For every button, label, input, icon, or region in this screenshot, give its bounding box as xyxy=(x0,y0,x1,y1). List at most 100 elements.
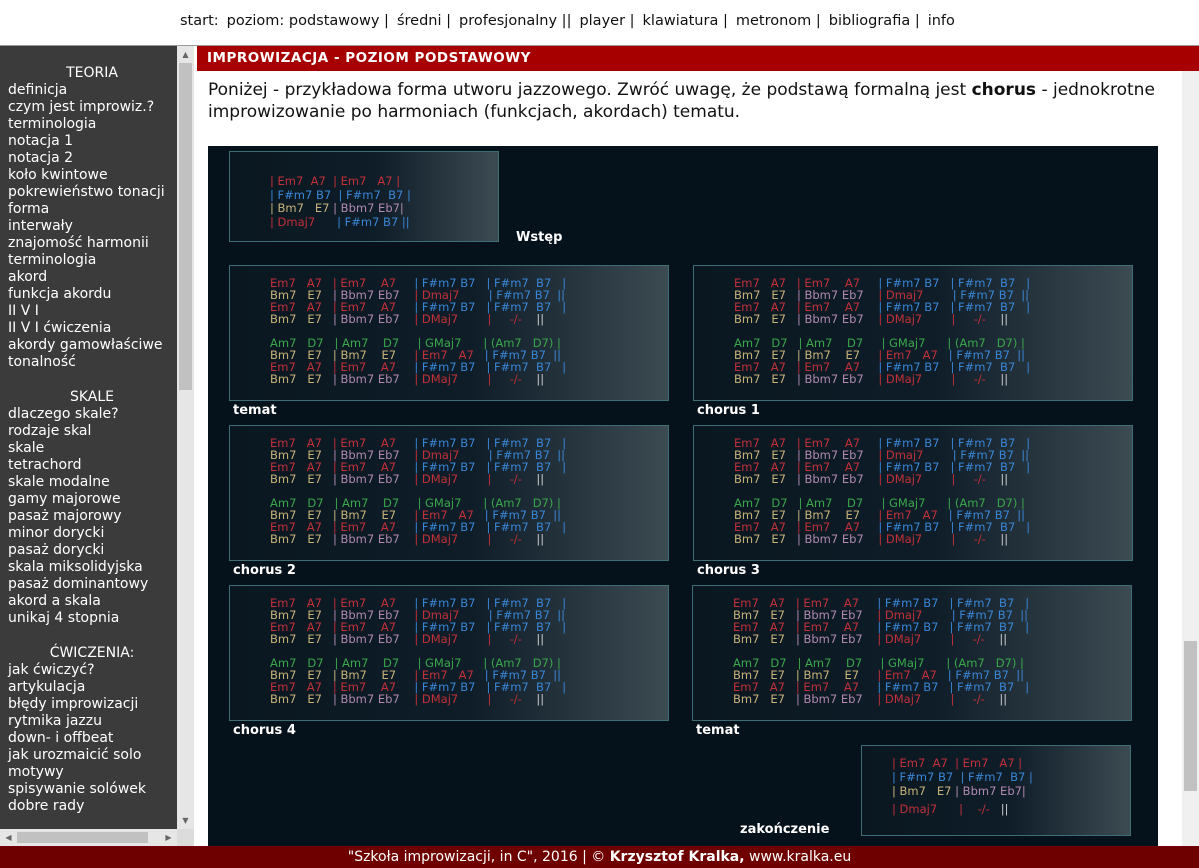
chord-row: Bm7 E7 | Bm7 E7 | Em7 A7 | F#m7 B7 || xyxy=(270,668,561,682)
chord-segment: | Dmaj7 xyxy=(270,215,338,229)
chord-segment: | DMaj7 | -/- xyxy=(877,692,1000,706)
nav-link[interactable]: klawiatura | xyxy=(642,13,728,29)
sidebar-menu-item[interactable]: minor dorycki xyxy=(8,525,105,541)
nav-link[interactable]: bibliografia | xyxy=(828,13,920,29)
sidebar-menu-item[interactable]: II V I xyxy=(8,303,39,319)
chord-row: Bm7 E7 | Bbm7 Eb7 | DMaj7 | -/- || xyxy=(270,692,544,706)
sidebar-menu-item[interactable]: jak urozmaicić solo xyxy=(8,747,142,763)
sidebar-menu-item[interactable]: dlaczego skale? xyxy=(8,406,119,422)
chord-segment: | F#m7 B7 || xyxy=(952,288,1029,302)
nav-link[interactable]: metronom | xyxy=(735,13,821,29)
sidebar-menu-item[interactable]: pasaż dorycki xyxy=(8,542,105,558)
sidebar-menu-item[interactable]: akord a skala xyxy=(8,593,101,609)
sidebar-horizontal-scrollbar[interactable]: ◀ ▶ xyxy=(0,829,177,846)
sidebar-menu-item[interactable]: skala miksolidyjska xyxy=(8,559,143,575)
sidebar-menu-item[interactable]: tetrachord xyxy=(8,457,82,473)
sidebar-menu-item[interactable]: funkcja akordu xyxy=(8,286,112,302)
chord-row: Em7 A7 | Em7 A7 | F#m7 B7 | F#m7 B7 | xyxy=(734,460,1030,474)
sidebar-scroll-thumb[interactable] xyxy=(179,63,192,390)
sidebar-menu-item[interactable]: terminologia xyxy=(8,252,97,268)
chord-segment: || xyxy=(536,632,545,646)
intro-text-pre: Poniżej - przykładowa forma utworu jazzo… xyxy=(208,80,972,100)
chord-segment: Am7 D7 | Am7 D7 | GMaj7 | (Am7 D7) | xyxy=(734,336,1025,350)
sidebar-menu-item[interactable]: notacja 1 xyxy=(8,133,74,149)
chord-row: | Dmaj7 | F#m7 B7 || xyxy=(270,215,410,229)
chord-segment: | Em7 A7 xyxy=(414,348,485,362)
sidebar-menu-item[interactable]: rodzaje skal xyxy=(8,423,92,439)
sidebar-menu-item[interactable]: definicja xyxy=(8,82,68,98)
sidebar-menu-item[interactable]: interwały xyxy=(8,218,73,234)
chord-segment: | F#m7 B7 || xyxy=(952,448,1029,462)
sidebar-menu-item[interactable]: pokrewieństwo tonacji xyxy=(8,184,165,200)
sidebar-menu-item[interactable]: gamy majorowe xyxy=(8,491,121,507)
chord-segment: | Bbm7 Eb7 xyxy=(332,312,415,326)
chord-segment: | Bbm7 Eb7 xyxy=(332,288,415,302)
chord-segment: | F#m7 B7 | F#m7 B7 | xyxy=(414,276,567,290)
scroll-right-arrow-icon[interactable]: ▶ xyxy=(165,833,172,842)
chord-segment: | Bbm7 Eb7 xyxy=(332,372,415,386)
sidebar-menu-item[interactable]: dobre rady xyxy=(8,798,85,814)
sidebar-menu-item[interactable]: down- i offbeat xyxy=(8,730,114,746)
sidebar-menu-item[interactable]: skale xyxy=(8,440,45,456)
chord-segment: | Dmaj7 xyxy=(414,288,489,302)
chord-segment: | Bbm7 Eb7 xyxy=(795,692,878,706)
sidebar-menu-item[interactable]: jak ćwiczyć? xyxy=(8,662,95,678)
outro-label: zakończenie xyxy=(740,822,830,837)
chord-row: Bm7 E7 | Bbm7 Eb7 | DMaj7 | -/- || xyxy=(734,472,1008,486)
chord-row: Am7 D7 | Am7 D7 | GMaj7 | (Am7 D7) | xyxy=(270,336,561,350)
top-nav-links: start:poziom: podstawowy |średni |profes… xyxy=(180,13,963,29)
chord-row: Bm7 E7 | Bm7 E7 | Em7 A7 | F#m7 B7 || xyxy=(733,668,1024,682)
nav-link[interactable]: profesjonalny || xyxy=(459,13,572,29)
chord-segment: Bm7 E7 xyxy=(733,608,796,622)
chord-segment: | Bbm7 Eb7| xyxy=(955,784,1026,798)
content-scroll-thumb[interactable] xyxy=(1184,641,1197,791)
chord-segment: | F#m7 B7 | F#m7 B7 | xyxy=(414,520,567,534)
sidebar-menu-item[interactable]: akord xyxy=(8,269,48,285)
chord-segment: Bm7 E7 xyxy=(270,448,333,462)
sidebar-menu-item[interactable]: pasaż dominantowy xyxy=(8,576,149,592)
chord-segment: Bm7 E7 | Bm7 E7 xyxy=(270,348,415,362)
chord-segment: Bm7 E7 xyxy=(734,448,797,462)
chord-row: Em7 A7 | Em7 A7 | F#m7 B7 | F#m7 B7 | xyxy=(270,596,566,610)
chord-row: Bm7 E7 | Bm7 E7 | Em7 A7 | F#m7 B7 || xyxy=(734,508,1025,522)
sidebar-menu-item[interactable]: II V I ćwiczenia xyxy=(8,320,112,336)
sidebar-menu-item[interactable]: unikaj 4 stopnia xyxy=(8,610,120,626)
form-diagram: | Em7 A7 | Em7 A7 || F#m7 B7 | F#m7 B7 |… xyxy=(208,146,1158,846)
content-vertical-scrollbar[interactable] xyxy=(1182,71,1199,846)
nav-link[interactable]: player | xyxy=(579,13,635,29)
chord-segment: | F#m7 B7 | F#m7 B7 | xyxy=(414,460,567,474)
main-content: IMPROWIZACJA - POZIOM PODSTAWOWY Poniżej… xyxy=(197,46,1199,846)
chord-segment: | Bbm7 Eb7 xyxy=(332,532,415,546)
chord-segment: Bm7 E7 xyxy=(270,532,333,546)
sidebar-menu-item[interactable]: akordy gamowłaściwe xyxy=(8,337,163,353)
chord-row: Bm7 E7 | Bbm7 Eb7 | DMaj7 | -/- || xyxy=(733,632,1007,646)
sidebar-menu-item[interactable]: forma xyxy=(8,201,50,217)
chord-segment: Bm7 E7 xyxy=(270,288,333,302)
sidebar-menu-item[interactable]: koło kwintowe xyxy=(8,167,108,183)
scroll-up-arrow-icon[interactable]: ▲ xyxy=(182,50,189,59)
sidebar-menu-item[interactable]: czym jest improwiz.? xyxy=(8,99,155,115)
scroll-down-arrow-icon[interactable]: ▼ xyxy=(182,816,189,825)
chord-segment: Am7 D7 | Am7 D7 | GMaj7 | (Am7 D7) | xyxy=(734,496,1025,510)
sidebar-hscroll-thumb[interactable] xyxy=(17,832,148,843)
scroll-left-arrow-icon[interactable]: ◀ xyxy=(5,833,12,842)
sidebar-menu-item[interactable]: spisywanie solówek xyxy=(8,781,146,797)
chord-segment: | F#m7 B7 || xyxy=(948,508,1026,522)
chord-row: | Bm7 E7 | Bbm7 Eb7| xyxy=(892,784,1026,798)
sidebar-menu-item[interactable]: pasaż majorowy xyxy=(8,508,122,524)
sidebar-menu-item[interactable]: terminologia xyxy=(8,116,97,132)
sidebar-menu-item[interactable]: tonalność xyxy=(8,354,76,370)
nav-link[interactable]: poziom: podstawowy | xyxy=(226,13,389,29)
intro-box: | Em7 A7 | Em7 A7 || F#m7 B7 | F#m7 B7 |… xyxy=(229,151,499,242)
sidebar-menu-item[interactable]: znajomość harmonii xyxy=(8,235,149,251)
nav-link[interactable]: średni | xyxy=(396,13,451,29)
sidebar-menu-item[interactable]: rytmika jazzu xyxy=(8,713,102,729)
chord-segment: | DMaj7 | -/- xyxy=(414,632,537,646)
sidebar-menu-item[interactable]: artykulacja xyxy=(8,679,86,695)
nav-link[interactable]: info xyxy=(927,13,955,29)
sidebar-menu-item[interactable]: błędy improwizacji xyxy=(8,696,139,712)
sidebar-vertical-scrollbar[interactable]: ▲ ▼ xyxy=(177,46,194,829)
sidebar-menu-item[interactable]: motywy xyxy=(8,764,64,780)
sidebar-menu-item[interactable]: notacja 2 xyxy=(8,150,74,166)
sidebar-menu-item[interactable]: skale modalne xyxy=(8,474,110,490)
